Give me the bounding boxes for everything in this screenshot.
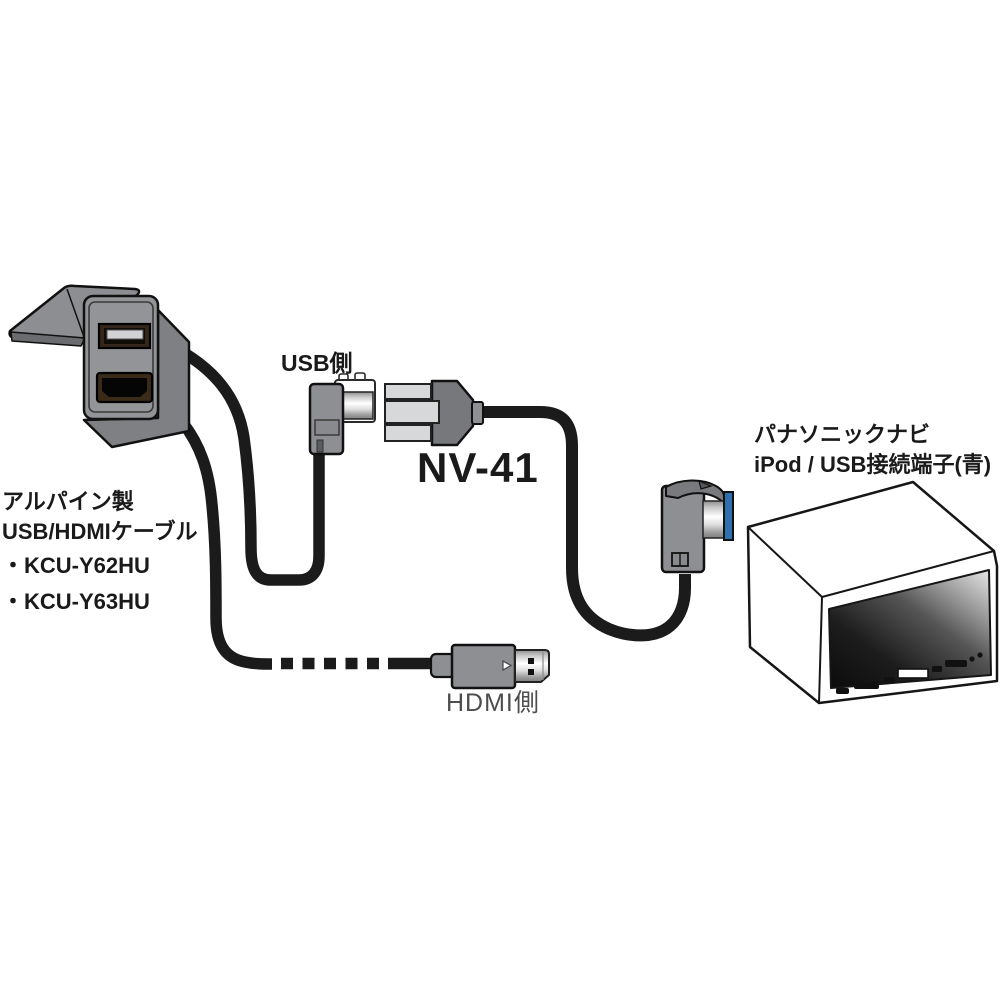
head-unit-button [932, 666, 942, 672]
head-unit-edge-top-front [821, 550, 995, 598]
label-hdmi-side: HDMI側 [446, 689, 540, 717]
hdmi-plug-pin-1 [528, 658, 534, 664]
receptacle-housing [430, 379, 475, 447]
head-unit-edge-front-left [818, 596, 823, 704]
label-alpine-line2: USB/HDMIケーブル [2, 519, 197, 544]
usb-hdmi-panel-port [8, 284, 191, 449]
nv41-cable [481, 406, 691, 642]
hdmi-port-opening [102, 378, 147, 397]
usb-connector-detail [314, 419, 340, 436]
receptacle-bar-bottom [384, 424, 432, 442]
usb-connector-body [308, 382, 345, 456]
head-unit-knob [969, 656, 975, 662]
hdmi-connector [429, 643, 550, 690]
receptacle-boot [471, 401, 484, 425]
usb-hdmi-cable [167, 339, 437, 670]
head-unit-screen [828, 569, 992, 689]
usb-connector-slot [316, 439, 324, 453]
usb-side-connector [308, 372, 376, 456]
head-unit-edge-left [747, 526, 823, 598]
blue-terminal [723, 491, 734, 541]
panel-hdmi-port [95, 371, 154, 404]
navi-side-connector [660, 479, 734, 574]
navi-connector-plug [702, 500, 726, 539]
label-usb-side: USB側 [281, 350, 353, 376]
label-alpine-line1: アルパイン製 [2, 489, 134, 514]
receptacle-bar-mid [384, 400, 440, 424]
label-navi-line1: パナソニックナビ [754, 422, 930, 447]
navi-head-unit [746, 480, 999, 705]
label-model-2: ・KCU-Y63HU [2, 589, 150, 614]
receptacle-bar-top [384, 383, 432, 400]
hdmi-plug-pin-2 [528, 669, 534, 675]
panel-body-depth [82, 308, 191, 449]
head-unit-button [854, 682, 879, 689]
label-model-1: ・KCU-Y62HU [2, 553, 150, 578]
head-unit-button [836, 688, 849, 694]
label-navi-line2: iPod / USB接続端子(青) [754, 452, 991, 477]
nv41-receptacle [384, 379, 484, 447]
usb-branch-cable [167, 339, 325, 586]
navi-connector-latch-tab [698, 479, 713, 490]
hdmi-orientation-arrow-icon [502, 659, 513, 672]
panel-usb-port [97, 322, 152, 350]
head-unit-button [945, 660, 967, 667]
hdmi-connector-plug [514, 649, 550, 683]
panel-bezel-line [88, 301, 154, 413]
head-unit-knob [977, 652, 983, 658]
nv41-main-cable [481, 406, 691, 642]
label-product-model: NV-41 [417, 444, 539, 491]
usb-connector-plug [339, 391, 374, 420]
head-unit-slot [897, 668, 929, 679]
head-unit-buttons [836, 652, 983, 694]
panel-cover-crease [66, 288, 85, 338]
panel-cover-edge [10, 331, 86, 347]
usb-port-tab [106, 329, 144, 340]
head-unit-button [884, 677, 895, 683]
hdmi-branch-cable [178, 419, 273, 670]
